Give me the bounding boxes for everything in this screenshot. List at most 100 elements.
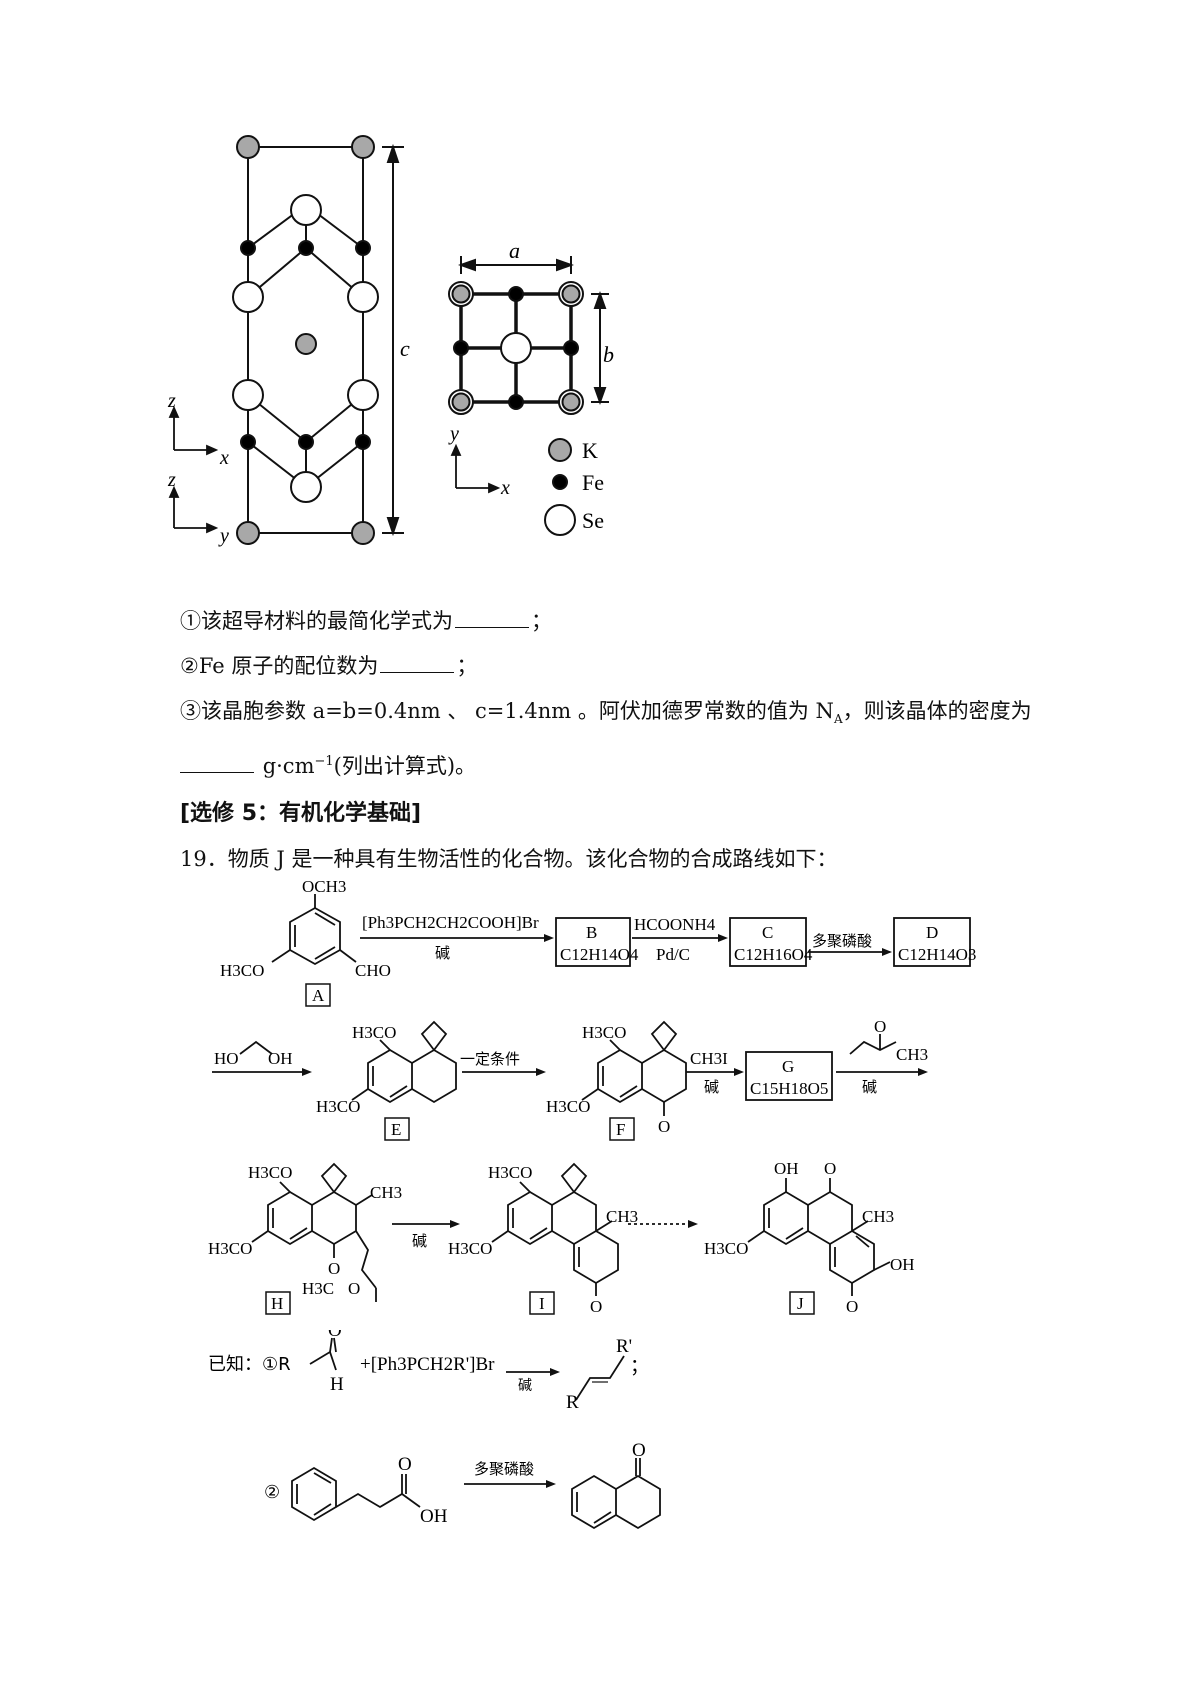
svg-text:J: J [797, 1294, 804, 1313]
svg-text:H3CO: H3CO [582, 1023, 626, 1042]
svg-text:碱: 碱 [412, 1232, 427, 1250]
svg-text:O: O [632, 1440, 646, 1461]
answer-blank[interactable] [380, 652, 455, 673]
compound-e-structure [351, 1020, 457, 1104]
svg-text:CH3I: CH3I [690, 1049, 728, 1068]
k-atom [236, 521, 260, 545]
compound-i-structure [491, 1162, 619, 1296]
k-atom [236, 135, 260, 159]
axes-xz [168, 405, 219, 456]
svg-text:O: O [590, 1297, 602, 1316]
side-view-atoms [232, 135, 379, 545]
se-atom [290, 471, 322, 503]
tetralone-structure [571, 1458, 661, 1530]
k-atom [295, 333, 317, 355]
fe-atom [240, 240, 256, 256]
svg-text:I: I [539, 1294, 545, 1313]
answer-blank[interactable] [180, 752, 254, 773]
fe-atom [298, 240, 314, 256]
axis-z-label: z [167, 469, 176, 491]
svg-text:C12H14O3: C12H14O3 [898, 945, 976, 964]
k-atom [351, 521, 375, 545]
svg-text:H3CO: H3CO [220, 961, 264, 980]
svg-text:H3CO: H3CO [208, 1239, 252, 1258]
svg-text:O: O [348, 1279, 360, 1298]
svg-text:CHO: CHO [355, 961, 391, 980]
question-2: ②Fe 原子的配位数为； [180, 652, 478, 678]
svg-text:O: O [874, 1020, 886, 1036]
svg-text:碱: 碱 [518, 1378, 532, 1394]
svg-text:F: F [616, 1120, 625, 1139]
svg-text:E: E [391, 1120, 401, 1139]
svg-text:已知：①R: 已知：①R [208, 1354, 291, 1375]
svg-text:多聚磷酸: 多聚磷酸 [812, 932, 872, 950]
svg-text:H3CO: H3CO [704, 1239, 748, 1258]
known-reaction-1: 已知：①R O H +[Ph3PCH2R']Br 碱 R' R ； [208, 1330, 649, 1410]
svg-text:C: C [762, 923, 773, 942]
axis-y-label: y [448, 423, 459, 445]
axis-x-label: x [500, 477, 510, 499]
question-3: ③该晶胞参数 a=b=0.4nm 、 c=1.4nm 。阿伏加德罗常数的值为 N… [180, 699, 1032, 727]
fe-atom [240, 434, 256, 450]
svg-text:Pd/C: Pd/C [656, 945, 690, 964]
svg-text:C12H14O4: C12H14O4 [560, 945, 639, 964]
legend-se-swatch [544, 504, 576, 536]
se-atom [347, 281, 379, 313]
question-1: ①该超导材料的最简化学式为； [180, 607, 552, 633]
svg-text:G: G [782, 1057, 794, 1076]
svg-text:A: A [312, 986, 325, 1005]
atom-legend [544, 438, 576, 536]
legend-k-label: K [582, 438, 598, 463]
svg-text:C15H18O5: C15H18O5 [750, 1079, 828, 1098]
svg-text:OCH3: OCH3 [302, 880, 346, 896]
compound-f-structure [581, 1020, 687, 1116]
synthesis-row-2: HO OH H3CO H3CO E 一定条件 H3CO H3CO O F CH3… [212, 1020, 928, 1141]
se-atom [232, 281, 264, 313]
svg-text:CH3: CH3 [896, 1045, 928, 1064]
compound-h-structure [251, 1162, 377, 1302]
svg-text:CH3: CH3 [862, 1207, 894, 1226]
axis-x-label: x [219, 447, 229, 469]
compound-a-structure [271, 894, 357, 966]
svg-text:C12H16O4: C12H16O4 [734, 945, 813, 964]
svg-text:O: O [398, 1454, 412, 1475]
svg-text:H: H [271, 1294, 283, 1313]
dim-a-label: a [509, 238, 520, 263]
a-dimension-arrow [458, 256, 574, 274]
axes-xy [450, 443, 501, 494]
svg-text:OH: OH [420, 1506, 448, 1527]
k-atom [351, 135, 375, 159]
crystal-structure-figure: c z x z y a [167, 135, 614, 547]
svg-text:O: O [824, 1159, 836, 1178]
svg-text:H3CO: H3CO [316, 1097, 360, 1116]
axis-y-label: y [218, 525, 229, 547]
axes-yz [168, 485, 219, 534]
legend-fe-label: Fe [582, 470, 604, 495]
svg-text:OH: OH [774, 1159, 799, 1178]
svg-text:碱: 碱 [435, 944, 450, 962]
side-view-unit-cell [247, 146, 364, 534]
svg-text:H3CO: H3CO [248, 1163, 292, 1182]
section-title: [选修 5：有机化学基础] [180, 801, 422, 826]
answer-blank[interactable] [455, 607, 529, 628]
svg-text:O: O [846, 1297, 858, 1316]
svg-text:；: ； [630, 1356, 649, 1377]
se-atom [347, 379, 379, 411]
se-atom [232, 379, 264, 411]
svg-text:H3C: H3C [302, 1279, 334, 1298]
svg-text:OH: OH [268, 1049, 293, 1068]
b-dimension-arrow [591, 291, 609, 405]
svg-text:H3CO: H3CO [448, 1239, 492, 1258]
svg-text:HCOONH4: HCOONH4 [634, 915, 716, 934]
svg-text:CH3: CH3 [370, 1183, 402, 1202]
known-reaction-2: ② O OH 多聚磷酸 O [264, 1440, 661, 1530]
problem-19-statement: 19．物质 J 是一种具有生物活性的化合物。该化合物的合成路线如下： [180, 847, 838, 871]
fe-atom [355, 240, 371, 256]
svg-text:O: O [328, 1330, 342, 1341]
legend-se-label: Se [582, 508, 604, 533]
fe-atom [298, 434, 314, 450]
svg-text:R: R [566, 1392, 579, 1410]
fe-atom [355, 434, 371, 450]
dim-c-label: c [400, 336, 410, 361]
svg-text:H3CO: H3CO [352, 1023, 396, 1042]
